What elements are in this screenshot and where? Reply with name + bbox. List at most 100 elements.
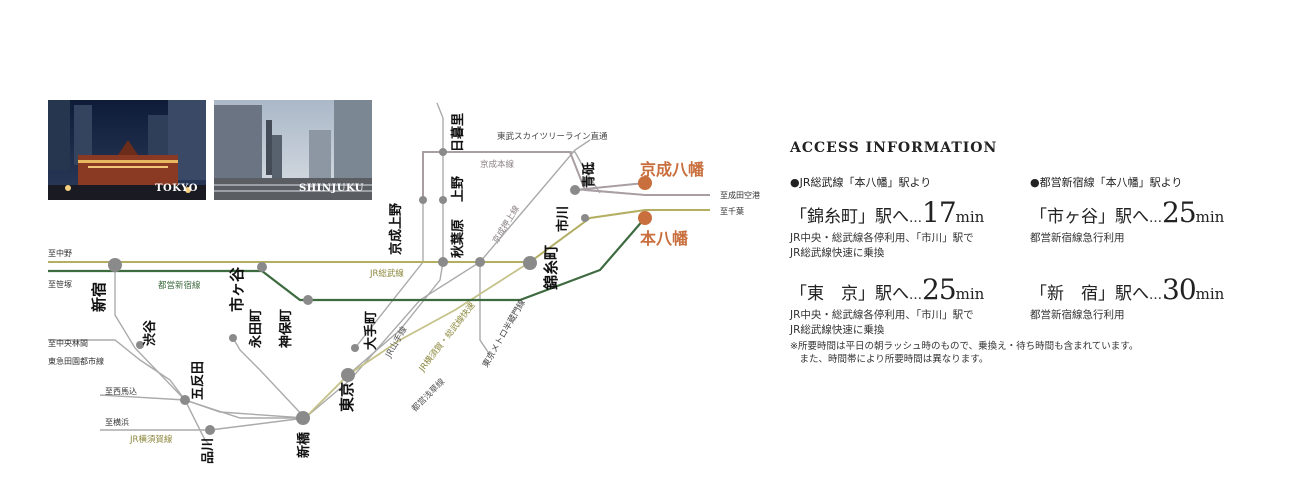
node-gotanda [180,395,190,405]
label-jr-yokosuka: JR横須賀線 [129,434,173,445]
node-aoto [570,185,580,195]
route-unit: min [955,208,985,226]
route-dots: … [1149,211,1162,226]
station-ueno: 上野 [451,176,466,202]
node-ichigaya [257,262,267,272]
label-jr-yokosuka-sobu-rapid: JR横須賀・総武線快速 [416,300,478,375]
route-station-label: 「新 宿」駅へ [1030,284,1149,304]
route-station-label: 「東 京」駅へ [790,284,909,304]
station-nippori: 日暮里 [450,113,466,152]
dest-sasazuka: 至笹塚 [48,279,72,289]
route-station-label: 「錦糸町」駅へ [790,207,909,227]
route-detail-line: 都営新宿線急行利用 [1030,309,1125,321]
tokyo-photo-label: TOKYO [155,183,198,194]
node-shimbashi [296,411,310,425]
station-nagatacho: 永田町 [248,309,264,349]
route-minutes: 17 [922,196,957,229]
node-nagatacho [229,334,237,342]
station-motoyawata: 本八幡 [640,229,689,248]
route-ichigaya: 「市ヶ谷」駅へ…25min [1030,196,1270,229]
dest-chuo-rinkan: 至中央林間 [48,338,88,348]
ichigaya-branch [232,337,306,419]
node-shinagawa [205,425,215,435]
route-detail-line [1030,246,1270,261]
dest-den-en-toshi: 東急田園都市線 [48,356,104,366]
shinjuku-skyline-image [214,100,372,200]
toei-shinjuku-line [48,217,646,302]
node-kinshicho [523,256,537,270]
station-shimbashi: 新橋 [296,431,312,458]
dest-yokohama: 至横浜 [105,417,129,427]
access-information-panel: ACCESS INFORMATION ●JR総武線「本八幡」駅より 「錦糸町」駅… [790,140,1270,365]
sobu-rapid-line [304,261,531,419]
route-kinshicho: 「錦糸町」駅へ…17min [790,196,1030,229]
route-dots: … [909,211,922,226]
dest-narita-airport: 至成田空港 [720,190,760,200]
station-ichikawa: 市川 [555,206,571,232]
route-tokyo-detail: JR中央・総武線各停利用、「市川」駅で JR総武線快速に乗換 [790,308,1030,338]
route-detail-line: JR中央・総武線各停利用、「市川」駅で [790,232,974,244]
route-shinjuku: 「新 宿」駅へ…30min [1030,273,1270,306]
from-jr-heading: ●JR総武線「本八幡」駅より [790,176,932,189]
time-note: ※所要時間は平日の朝ラッシュ時のもので、乗換え・待ち時間も含まれています。 また… [790,340,1138,366]
label-tokyo-metro-hanzomon: 東京メトロ半蔵門線 [480,297,528,369]
station-keisei-ueno: 京成上野 [388,203,404,255]
dest-chiba: 至千葉 [720,206,744,216]
route-unit: min [955,285,985,303]
label-tobu-skytree: 東武スカイツリーライン直通 [497,131,608,142]
label-jr-sobu: JR総武線 [369,268,404,279]
dest-nakano: 至中野 [48,248,72,258]
shinjuku-photo: SHINJUKU [214,100,372,200]
yamanote-line [114,102,444,419]
station-shinjuku: 新宿 [90,282,108,312]
station-shibuya: 渋谷 [142,319,158,346]
station-ichigaya: 市ヶ谷 [228,266,246,312]
from-toei-heading: ●都営新宿線「本八幡」駅より [1030,176,1183,189]
route-station-label: 「市ヶ谷」駅へ [1030,207,1149,227]
node-ueno [439,196,447,204]
dest-nishi-magome: 至西馬込 [105,387,137,396]
route-detail-line: JR中央・総武線各停利用、「市川」駅で [790,309,974,321]
station-akihabara: 秋葉原 [450,219,466,258]
shinjuku-photo-label: SHINJUKU [299,183,364,194]
node-keisei-ueno [419,196,427,204]
jr-sobu-line [48,209,710,263]
route-tokyo: 「東 京」駅へ…25min [790,273,1030,306]
station-kinshicho: 錦糸町 [542,245,560,291]
node-shibuya [136,341,144,349]
toei-column: ●都営新宿線「本八幡」駅より 「市ヶ谷」駅へ…25min 都営新宿線急行利用 「… [1030,174,1270,323]
label-toei-asakusa: 都営浅草線 [409,376,447,414]
route-map: 京成八幡 本八幡 青砥 日暮里 上野 京成上野 秋葉原 市川 錦糸町 新宿 市ヶ… [48,102,760,464]
route-detail-line: JR総武線快速に乗換 [790,247,885,259]
label-keisei-oshiage: 京成押上線 [490,203,522,245]
route-ichigaya-detail: 都営新宿線急行利用 [1030,231,1270,261]
node-akihabara [438,257,448,267]
tokyo-station-image [48,100,206,200]
keisei-yawata-link [574,182,646,191]
node-motoyawata [638,211,652,225]
station-aoto: 青砥 [581,162,597,188]
route-dots: … [909,288,922,303]
tokyo-photo: TOKYO [48,100,206,200]
route-shinjuku-detail: 都営新宿線急行利用 [1030,308,1270,323]
route-minutes: 25 [1162,196,1197,229]
note-line-2: また、時間帯により所要時間は異なります。 [790,354,989,365]
station-gotanda: 五反田 [190,361,206,400]
node-nippori [439,148,447,156]
route-minutes: 30 [1162,273,1197,306]
route-detail-line: JR総武線快速に乗換 [790,324,885,336]
route-detail-line: 都営新宿線急行利用 [1030,232,1125,244]
label-toei-shinjuku: 都営新宿線 [158,280,201,291]
node-otemachi [351,344,359,352]
station-keisei-yawata: 京成八幡 [640,160,705,179]
route-minutes: 25 [922,273,957,306]
station-nodes [108,148,589,435]
tobu-gray [304,139,591,419]
station-otemachi: 大手町 [363,311,379,350]
node-shinjuku [108,258,122,272]
station-shinagawa: 品川 [201,438,216,464]
label-keisei-main: 京成本線 [480,159,515,170]
keisei-main-line [422,151,710,200]
station-tokyo: 東京 [338,382,356,412]
asakusa-line-west [99,394,306,419]
